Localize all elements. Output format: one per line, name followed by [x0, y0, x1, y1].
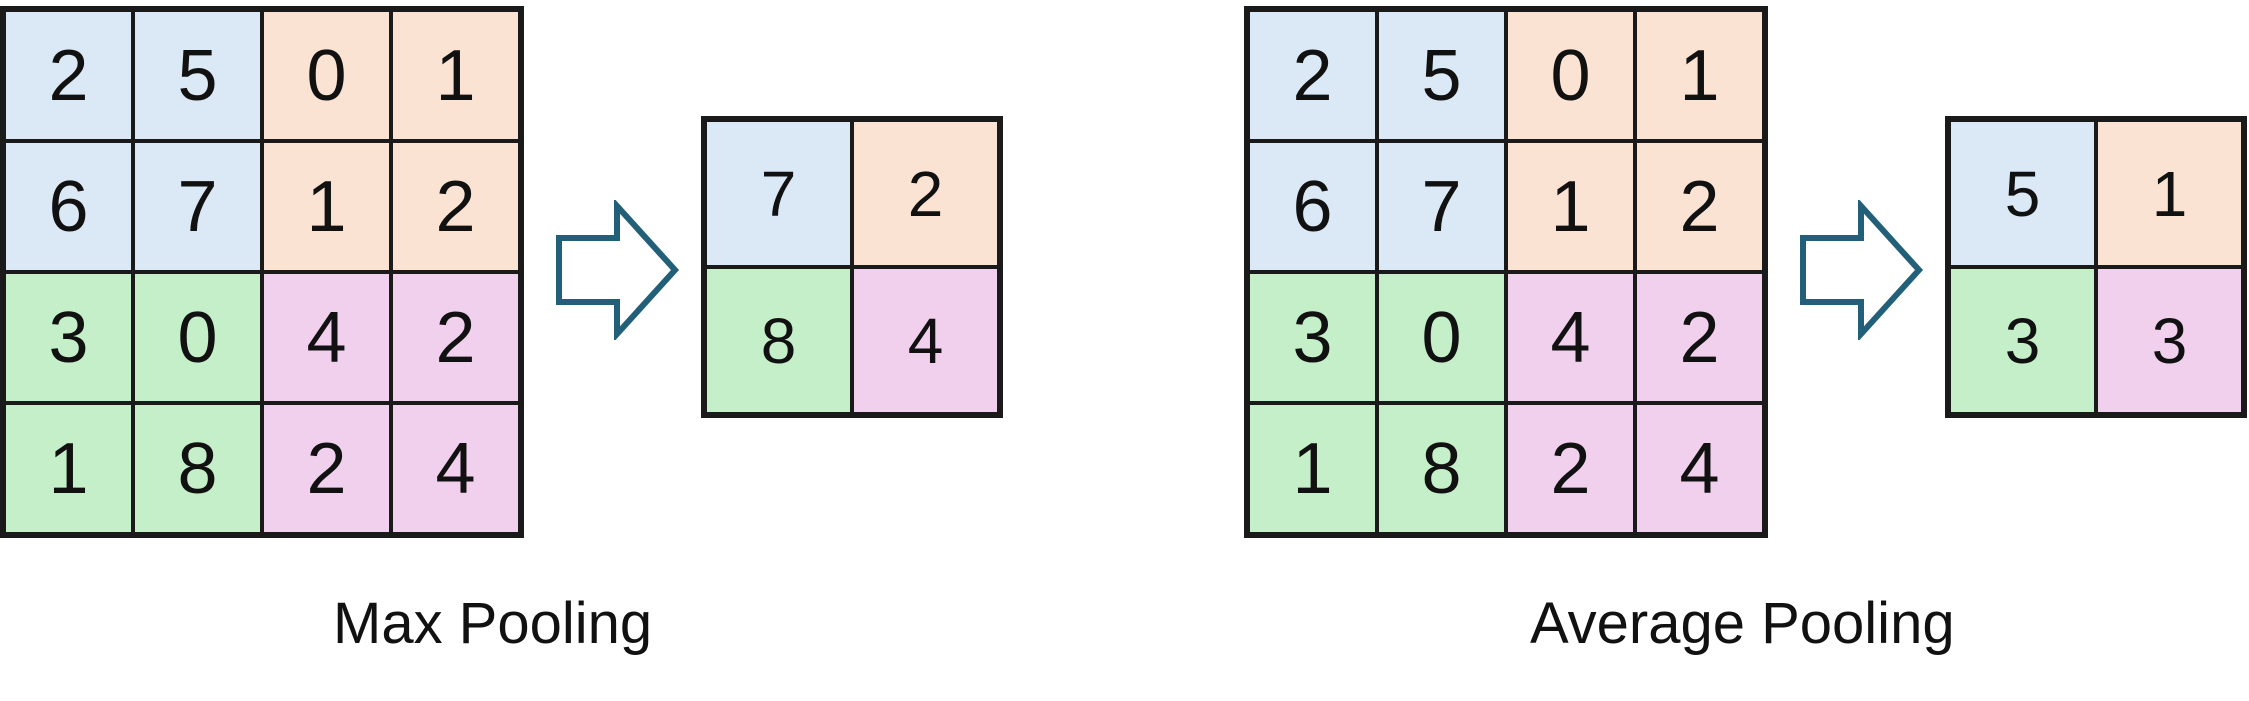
- max-input-cell: 7: [133, 141, 262, 272]
- max-input-cell: 3: [4, 272, 133, 403]
- max-input-cell: 2: [4, 10, 133, 141]
- avg-input-cell: 0: [1377, 272, 1506, 403]
- avg-output-cell: 1: [2096, 120, 2243, 267]
- max-input-cell: 2: [391, 272, 520, 403]
- max-input-cell: 2: [262, 403, 391, 534]
- max-pooling-input-grid: 2 5 0 1 6 7 1 2 3 0 4 2 1 8 2 4: [0, 6, 524, 538]
- max-output-cell: 8: [705, 267, 852, 414]
- max-pooling-arrow-icon: [556, 200, 680, 340]
- average-pooling-arrow-icon: [1800, 200, 1924, 340]
- avg-input-cell: 7: [1377, 141, 1506, 272]
- max-input-cell: 0: [262, 10, 391, 141]
- avg-output-cell: 5: [1949, 120, 2096, 267]
- max-input-cell: 6: [4, 141, 133, 272]
- avg-input-cell: 3: [1248, 272, 1377, 403]
- max-pooling-output-grid: 7 2 8 4: [701, 116, 1003, 418]
- max-input-cell: 4: [391, 403, 520, 534]
- avg-input-cell: 2: [1506, 403, 1635, 534]
- avg-input-cell: 6: [1248, 141, 1377, 272]
- avg-input-cell: 5: [1377, 10, 1506, 141]
- avg-input-cell: 1: [1506, 141, 1635, 272]
- avg-input-cell: 1: [1248, 403, 1377, 534]
- avg-output-cell: 3: [1949, 267, 2096, 414]
- max-input-cell: 1: [391, 10, 520, 141]
- avg-input-cell: 2: [1248, 10, 1377, 141]
- max-pooling-caption: Max Pooling: [333, 591, 653, 656]
- average-pooling-caption: Average Pooling: [1530, 591, 1955, 656]
- avg-input-cell: 2: [1635, 141, 1764, 272]
- avg-input-cell: 4: [1635, 403, 1764, 534]
- avg-input-cell: 2: [1635, 272, 1764, 403]
- max-input-cell: 1: [262, 141, 391, 272]
- avg-output-cell: 3: [2096, 267, 2243, 414]
- max-input-cell: 1: [4, 403, 133, 534]
- max-input-cell: 8: [133, 403, 262, 534]
- max-input-cell: 0: [133, 272, 262, 403]
- avg-input-cell: 0: [1506, 10, 1635, 141]
- avg-input-cell: 1: [1635, 10, 1764, 141]
- max-input-cell: 2: [391, 141, 520, 272]
- average-pooling-output-grid: 5 1 3 3: [1945, 116, 2247, 418]
- max-input-cell: 4: [262, 272, 391, 403]
- max-input-cell: 5: [133, 10, 262, 141]
- max-output-cell: 2: [852, 120, 999, 267]
- average-pooling-input-grid: 2 5 0 1 6 7 1 2 3 0 4 2 1 8 2 4: [1244, 6, 1768, 538]
- avg-input-cell: 4: [1506, 272, 1635, 403]
- max-output-cell: 4: [852, 267, 999, 414]
- avg-input-cell: 8: [1377, 403, 1506, 534]
- max-output-cell: 7: [705, 120, 852, 267]
